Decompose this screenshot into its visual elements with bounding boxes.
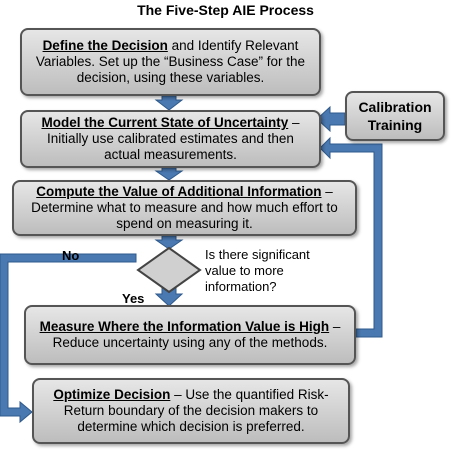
step-compute-text: – Determine what to measure and how much… bbox=[31, 184, 338, 231]
step-measure-box: Measure Where the Information Value is H… bbox=[24, 305, 356, 365]
yes-label: Yes bbox=[122, 291, 145, 306]
calibration-training-label: Calibration Training bbox=[358, 99, 432, 133]
step-define-heading: Define the Decision bbox=[42, 38, 168, 53]
arrow-compute-to-decision bbox=[154, 235, 184, 250]
step-optimize-box: Optimize Decision – Use the quantified R… bbox=[32, 378, 350, 444]
calibration-training-box: Calibration Training bbox=[345, 91, 445, 141]
step-compute-heading: Compute the Value of Additional Informat… bbox=[36, 184, 322, 199]
arrow-model-to-compute bbox=[154, 167, 184, 181]
step-compute-box: Compute the Value of Additional Informat… bbox=[12, 180, 357, 236]
diagram-title: The Five-Step AIE Process bbox=[137, 2, 314, 18]
step-optimize-heading: Optimize Decision bbox=[53, 387, 171, 402]
step-model-heading: Model the Current State of Uncertainty bbox=[41, 115, 289, 130]
step-model-text: – Initially use calibrated estimates and… bbox=[47, 115, 300, 162]
decision-diamond bbox=[136, 246, 202, 294]
decision-question: Is there significant value to more infor… bbox=[205, 247, 310, 294]
step-measure-text: – Reduce uncertainty using any of the me… bbox=[52, 319, 341, 350]
no-label: No bbox=[62, 248, 80, 263]
arrow-no-to-optimize bbox=[0, 253, 137, 424]
step-define-box: Define the Decision and Identify Relevan… bbox=[20, 28, 321, 96]
arrow-measure-loop-to-model bbox=[319, 136, 383, 338]
arrow-calibration-to-model bbox=[316, 105, 346, 133]
step-optimize-text: – Use the quantified Risk-Return boundar… bbox=[63, 387, 329, 434]
step-model-box: Model the Current State of Uncertainty –… bbox=[20, 110, 321, 168]
step-measure-heading: Measure Where the Information Value is H… bbox=[39, 319, 330, 334]
arrow-define-to-model bbox=[154, 95, 184, 111]
step-define-text: and Identify Relevant Variables. Set up … bbox=[35, 38, 306, 85]
